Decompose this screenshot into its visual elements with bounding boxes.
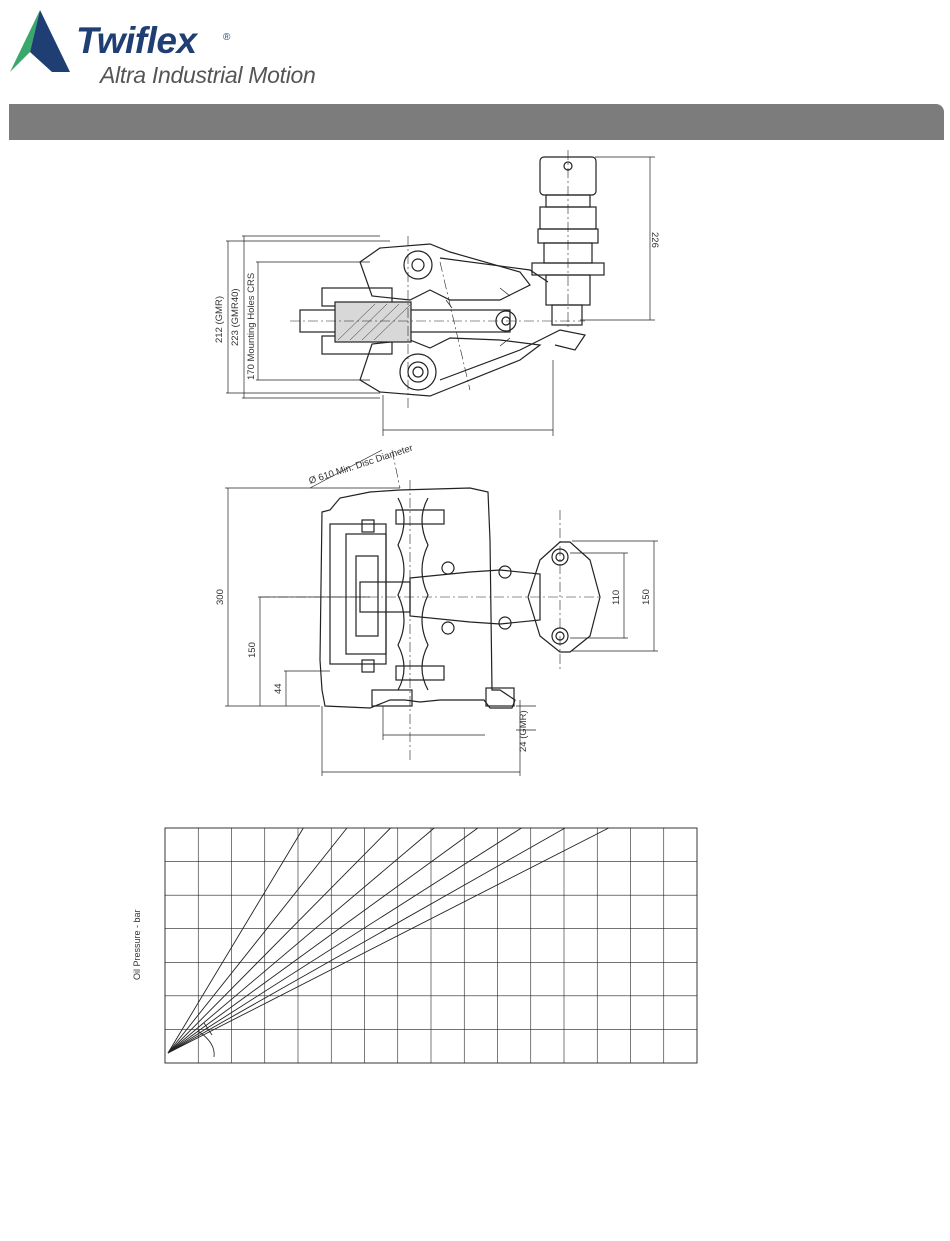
dim-24-gmr: 24 (GMR) bbox=[518, 710, 529, 752]
dim-110: 110 bbox=[611, 590, 622, 605]
dim-223-gmr40: 223 (GMR40) bbox=[230, 288, 241, 346]
dim-212-gmr: 212 (GMR) bbox=[214, 296, 225, 343]
front-view: Ø 610 Min. Disc Diameter 300 150 44 110 … bbox=[215, 443, 658, 776]
dim-150-right: 150 bbox=[641, 589, 652, 605]
side-view: 212 (GMR) 223 (GMR40) 170 Mounting Holes… bbox=[214, 150, 660, 436]
dim-170-mounting-holes: 170 Mounting Holes CRS bbox=[246, 273, 257, 380]
pressure-chart bbox=[165, 828, 697, 1063]
dim-226: 226 bbox=[649, 232, 660, 248]
dim-150-left: 150 bbox=[247, 642, 258, 658]
dim-300: 300 bbox=[215, 589, 226, 605]
chart-ylabel: Oil Pressure - bar bbox=[132, 909, 142, 980]
dim-44: 44 bbox=[273, 683, 284, 694]
dim-610-disc-diameter: Ø 610 Min. Disc Diameter bbox=[308, 443, 415, 487]
